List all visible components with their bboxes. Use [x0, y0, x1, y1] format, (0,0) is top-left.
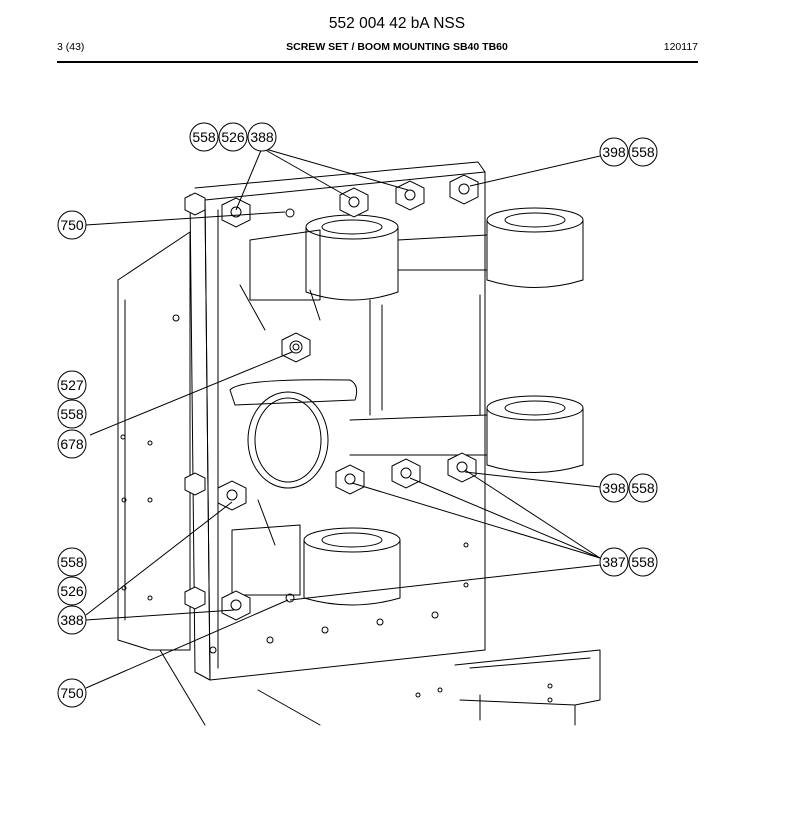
svg-text:526: 526: [221, 129, 245, 145]
callout-558: 558: [628, 547, 658, 577]
bolt-head: [217, 480, 247, 511]
chassis-side-plate: [117, 231, 191, 651]
svg-text:558: 558: [631, 480, 655, 496]
callout-750: 750: [57, 210, 87, 240]
callout-558: 558: [57, 399, 87, 429]
svg-text:558: 558: [192, 129, 216, 145]
callout-750: 750: [57, 678, 87, 708]
bolt-head: [447, 452, 477, 483]
callout-387: 387: [599, 547, 629, 577]
lower-pivot-boss: [303, 527, 401, 553]
nut: [281, 332, 311, 363]
center-bore: [247, 391, 329, 489]
bolt-head: [449, 174, 479, 205]
bolts: [184, 174, 479, 621]
bolt-head: [184, 472, 206, 496]
upper-pivot-boss: [305, 214, 399, 240]
callout-398: 398: [599, 137, 629, 167]
page-number: 3 (43): [57, 41, 85, 53]
mechanical-drawing: [117, 161, 601, 726]
callout-558: 558: [628, 137, 658, 167]
callout-526: 526: [57, 576, 87, 606]
callouts: 558 526 388 398 558 750 527 558 678 398 …: [57, 122, 658, 708]
callout-388: 388: [247, 122, 277, 152]
bolt-head: [184, 192, 206, 216]
callout-558: 558: [628, 473, 658, 503]
svg-text:750: 750: [60, 685, 84, 701]
bolt-head: [395, 180, 425, 211]
section-title: SCREW SET / BOOM MOUNTING SB40 TB60: [286, 41, 508, 53]
svg-text:398: 398: [602, 144, 626, 160]
svg-text:527: 527: [60, 377, 84, 393]
slot-cutout: [229, 379, 358, 406]
svg-text:750: 750: [60, 217, 84, 233]
svg-text:558: 558: [60, 554, 84, 570]
svg-text:558: 558: [60, 406, 84, 422]
boom-tube: [369, 294, 481, 416]
bolt-head: [221, 197, 251, 228]
lower-boom-eye: [486, 395, 584, 421]
bolt-head: [391, 458, 421, 489]
bolt-head: [335, 464, 365, 495]
header-rule: [57, 61, 698, 63]
lower-bracket: [231, 524, 301, 596]
callout-558: 558: [57, 547, 87, 577]
callout-398: 398: [599, 473, 629, 503]
svg-text:387: 387: [602, 554, 626, 570]
callout-526: 526: [218, 122, 248, 152]
svg-text:388: 388: [250, 129, 274, 145]
svg-text:558: 558: [631, 144, 655, 160]
callout-678: 678: [57, 429, 87, 459]
leader-lines: [85, 147, 601, 689]
svg-text:398: 398: [602, 480, 626, 496]
callout-527: 527: [57, 370, 87, 400]
callout-558: 558: [189, 122, 219, 152]
svg-text:388: 388: [60, 612, 84, 628]
bolt-head: [339, 187, 369, 218]
upper-boom-eye: [486, 207, 584, 233]
document-title: 552 004 42 bA NSS: [328, 15, 466, 32]
svg-text:526: 526: [60, 583, 84, 599]
document-code: 120117: [663, 41, 698, 53]
svg-text:558: 558: [631, 554, 655, 570]
upper-bracket: [249, 229, 321, 301]
bolt-head: [221, 590, 251, 621]
bolt-head: [184, 586, 206, 610]
svg-text:678: 678: [60, 436, 84, 452]
callout-388: 388: [57, 605, 87, 635]
